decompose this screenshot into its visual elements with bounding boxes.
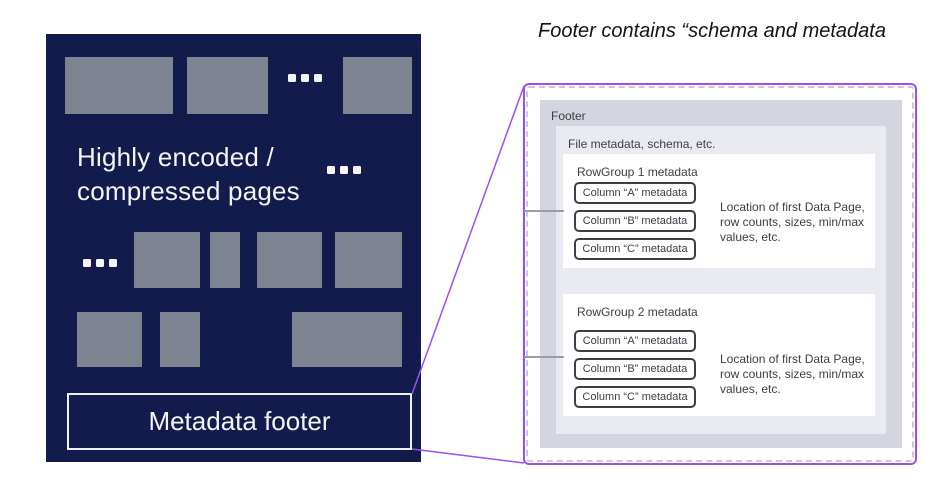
dot-icon — [109, 259, 117, 267]
dot-icon — [314, 74, 322, 82]
pages-label: Highly encoded / compressed pages — [77, 140, 300, 208]
column-a-metadata-box: Column “A” metadata — [574, 330, 696, 352]
note-line: Location of first Data Page, — [720, 200, 865, 214]
note-line: row counts, sizes, min/max — [720, 367, 865, 381]
footer-title: Footer — [551, 109, 586, 123]
file-metadata-box: File metadata, schema, etc. RowGroup 1 m… — [556, 126, 886, 434]
caption: Footer contains “schema and metadata — [538, 20, 886, 42]
column-a-metadata-box: Column “A” metadata — [574, 182, 696, 204]
note-line: Location of first Data Page, — [720, 352, 865, 366]
rowgroup-2-note: Location of first Data Page, row counts,… — [720, 352, 880, 397]
rowgroup-2-box: RowGroup 2 metadata Column “A” metadata … — [563, 294, 875, 416]
pages-label-line1: Highly encoded / — [77, 142, 274, 172]
zoom-panel: Footer File metadata, schema, etc. RowGr… — [523, 83, 917, 465]
ellipsis-icon — [288, 74, 322, 82]
ellipsis-icon — [327, 166, 361, 174]
note-line: values, etc. — [720, 230, 781, 244]
rowgroup-1-note: Location of first Data Page, row counts,… — [720, 200, 880, 245]
page-block — [65, 57, 173, 114]
note-line: row counts, sizes, min/max — [720, 215, 865, 229]
page-block — [77, 312, 142, 367]
footer-box: Footer File metadata, schema, etc. RowGr… — [540, 100, 902, 448]
rowgroup-2-title: RowGroup 2 metadata — [577, 305, 698, 319]
page-block — [343, 57, 412, 114]
page-block — [160, 312, 200, 367]
column-b-metadata-box: Column “B” metadata — [574, 358, 696, 380]
leader-line-rowgroup-1 — [524, 210, 564, 212]
ellipsis-icon — [83, 259, 117, 267]
dot-icon — [96, 259, 104, 267]
dot-icon — [288, 74, 296, 82]
pages-label-line2: compressed pages — [77, 176, 300, 206]
parquet-file-block: Highly encoded / compressed pages Metada… — [46, 34, 421, 462]
column-c-metadata-box: Column “C” metadata — [574, 238, 696, 260]
leader-line-rowgroup-2 — [524, 356, 564, 358]
file-metadata-label: File metadata, schema, etc. — [568, 137, 716, 151]
page-block — [292, 312, 402, 367]
page-block — [134, 232, 200, 288]
dot-icon — [327, 166, 335, 174]
page-block — [187, 57, 268, 114]
metadata-footer-box: Metadata footer — [67, 393, 412, 450]
page-block — [335, 232, 402, 288]
rowgroup-1-box: RowGroup 1 metadata Column “A” metadata … — [563, 154, 875, 268]
column-b-metadata-box: Column “B” metadata — [574, 210, 696, 232]
column-c-metadata-box: Column “C” metadata — [574, 386, 696, 408]
dot-icon — [301, 74, 309, 82]
page-block — [257, 232, 322, 288]
dot-icon — [83, 259, 91, 267]
rowgroup-1-title: RowGroup 1 metadata — [577, 165, 698, 179]
note-line: values, etc. — [720, 382, 781, 396]
page-block — [210, 232, 240, 288]
metadata-footer-label: Metadata footer — [148, 406, 331, 436]
dot-icon — [353, 166, 361, 174]
dot-icon — [340, 166, 348, 174]
